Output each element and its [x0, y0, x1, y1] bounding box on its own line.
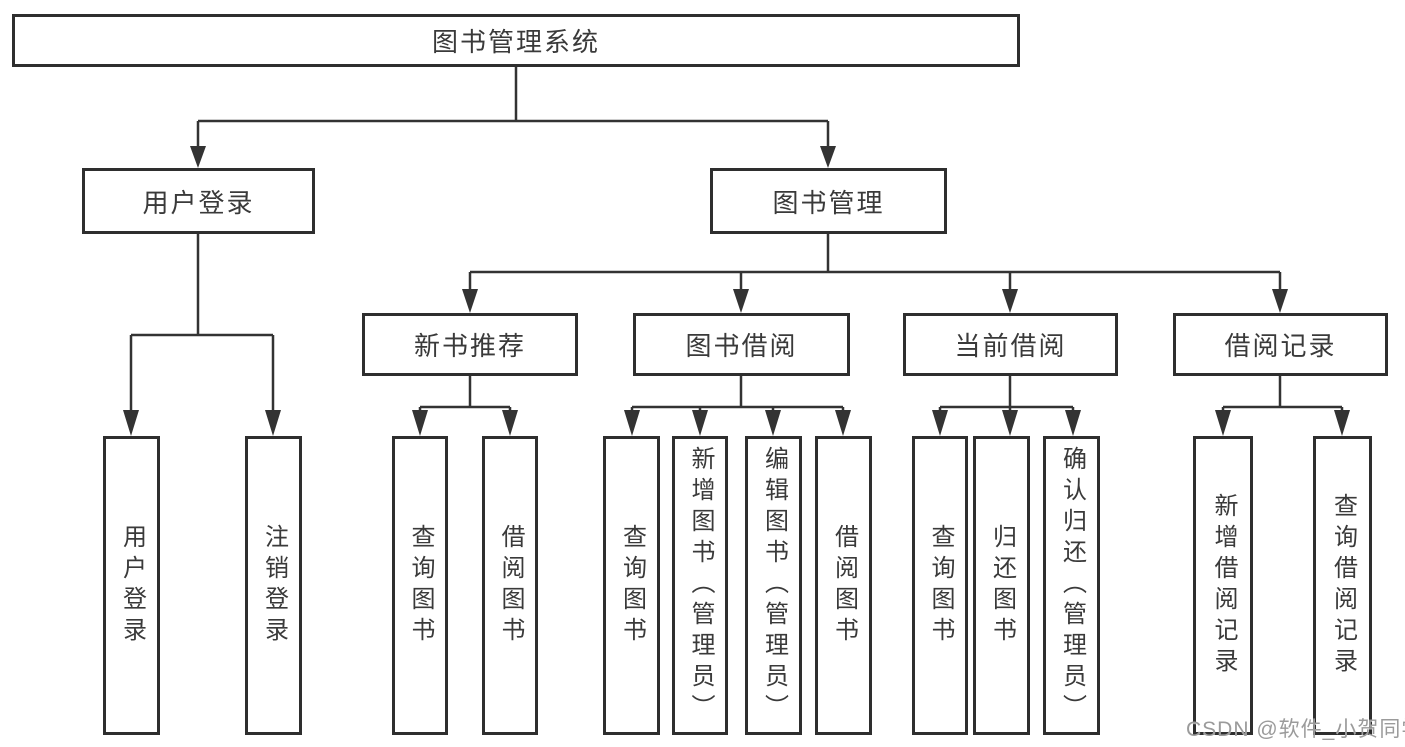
node-user-login-label: 用户登录 [142, 187, 255, 218]
leaf-return-book: 归还图书 [973, 436, 1030, 735]
node-new-book-recommend: 新书推荐 [362, 313, 578, 376]
node-book-borrowing: 图书借阅 [633, 313, 850, 376]
node-book-borrowing-label: 图书借阅 [685, 331, 798, 361]
leaf-add-book-admin-label: 新增图书（管理员） [687, 446, 714, 725]
node-current-borrowing-label: 当前借阅 [954, 331, 1067, 361]
leaf-query-borrow-record: 查询借阅记录 [1313, 436, 1372, 735]
leaf-edit-book-admin-label: 编辑图书（管理员） [760, 446, 788, 725]
leaf-query-books-recommend-label: 查询图书 [407, 523, 434, 648]
node-borrowing-records-label: 借阅记录 [1224, 331, 1337, 361]
leaf-query-books-current-label: 查询图书 [927, 523, 954, 648]
leaf-return-book-label: 归还图书 [988, 523, 1016, 648]
leaf-borrow-books-recommend-label: 借阅图书 [497, 523, 524, 648]
leaf-query-books-current: 查询图书 [912, 436, 968, 735]
leaf-add-borrow-record-label: 新增借阅记录 [1210, 492, 1237, 679]
leaf-borrow-books-borrowing-label: 借阅图书 [830, 523, 858, 648]
node-new-book-recommend-label: 新书推荐 [413, 331, 526, 361]
leaf-query-books-recommend: 查询图书 [392, 436, 448, 735]
leaf-user-login: 用户登录 [103, 436, 160, 735]
leaf-confirm-return-admin-label: 确认归还（管理员） [1058, 446, 1086, 725]
leaf-borrow-books-borrowing: 借阅图书 [815, 436, 872, 735]
leaf-user-login-label: 用户登录 [118, 523, 146, 648]
node-root-label: 图书管理系统 [431, 27, 600, 57]
node-current-borrowing: 当前借阅 [903, 313, 1118, 376]
leaf-query-books-borrowing-label: 查询图书 [618, 523, 646, 648]
leaf-borrow-books-recommend: 借阅图书 [482, 436, 538, 735]
arrowheads [123, 146, 1350, 436]
leaf-add-borrow-record: 新增借阅记录 [1193, 436, 1253, 735]
node-user-login: 用户登录 [82, 168, 315, 234]
leaf-add-book-admin: 新增图书（管理员） [672, 436, 728, 735]
leaf-logout: 注销登录 [245, 436, 302, 735]
leaf-query-books-borrowing: 查询图书 [603, 436, 660, 735]
leaf-logout-label: 注销登录 [260, 523, 288, 648]
node-borrowing-records: 借阅记录 [1173, 313, 1388, 376]
watermark: CSDN @软件_小贺同学 [1186, 718, 1405, 741]
node-root-system: 图书管理系统 [12, 14, 1020, 67]
node-book-management-label: 图书管理 [772, 187, 885, 218]
leaf-confirm-return-admin: 确认归还（管理员） [1043, 436, 1100, 735]
leaf-query-borrow-record-label: 查询借阅记录 [1329, 492, 1357, 679]
leaf-edit-book-admin: 编辑图书（管理员） [745, 436, 802, 735]
node-book-management: 图书管理 [710, 168, 947, 234]
